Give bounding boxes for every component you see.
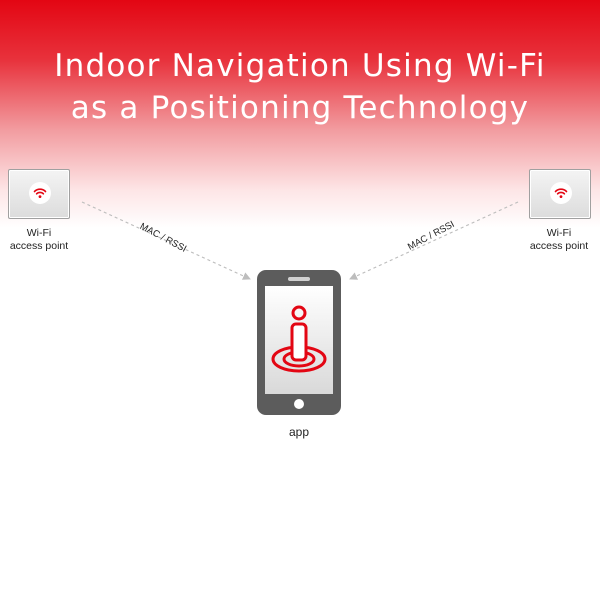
phone-screen: [265, 286, 333, 394]
title-line-1: Indoor Navigation Using Wi-Fi: [54, 48, 546, 84]
wifi-icon: [29, 182, 51, 204]
access-point-right-label-line1: Wi-Fi: [546, 227, 572, 239]
access-point-left-label: Wi-Fi access point: [0, 227, 84, 253]
smartphone: [257, 270, 341, 415]
header-banner: [0, 0, 600, 230]
access-point-left-label-line1: Wi-Fi: [26, 227, 52, 239]
access-point-right: [529, 169, 591, 219]
phone-speaker: [288, 277, 310, 281]
access-point-right-label-line2: access point: [529, 240, 589, 252]
access-point-right-label: Wi-Fi access point: [514, 227, 600, 253]
wifi-icon: [550, 182, 572, 204]
access-point-left: [8, 169, 70, 219]
title-line-2: as a Positioning Technology: [70, 90, 530, 126]
arrow-left-to-app: [81, 201, 251, 280]
app-label: app: [288, 425, 310, 439]
arrow-right-to-app: [349, 201, 519, 280]
location-pin-icon: [271, 305, 327, 373]
access-point-left-label-line2: access point: [9, 240, 69, 252]
phone-home-button: [294, 399, 304, 409]
